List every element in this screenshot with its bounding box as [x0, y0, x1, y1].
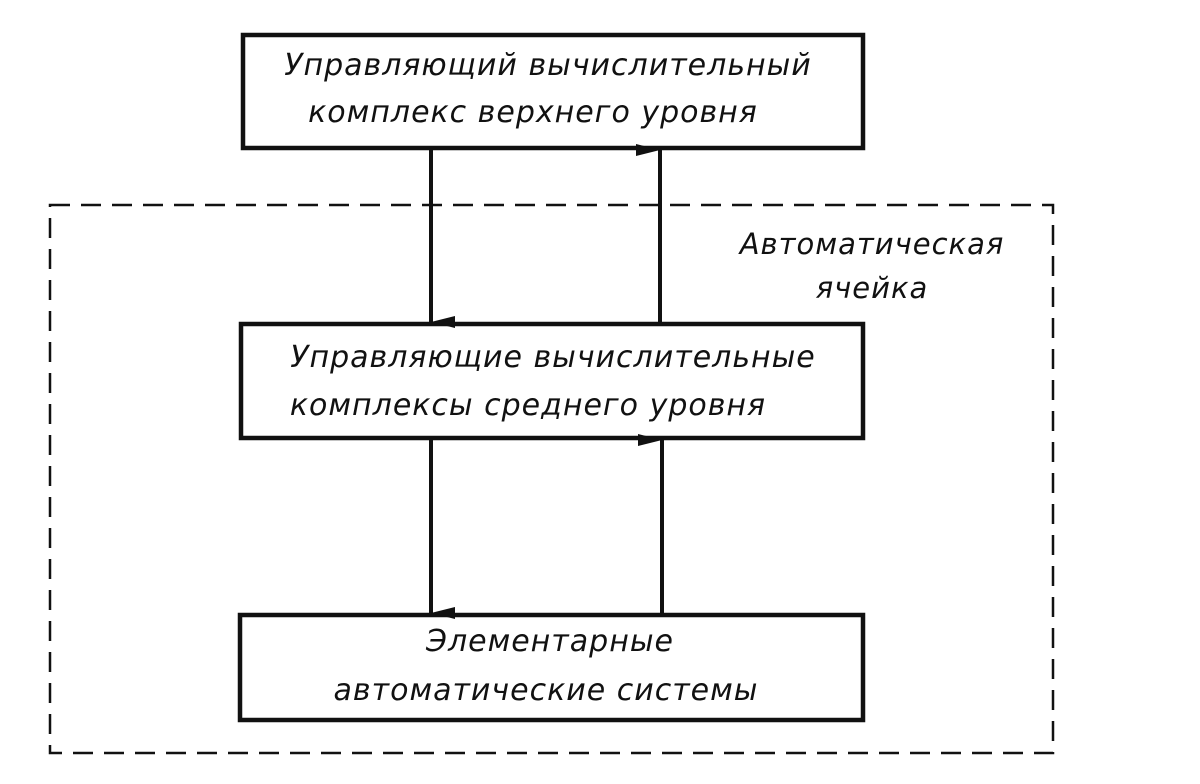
elementary-systems-text-line1: Элементарные [425, 624, 674, 659]
automatic-cell-label-line2: ячейка [816, 271, 929, 305]
top-level-computer-box: Управляющий вычислительный комплекс верх… [240, 32, 866, 151]
elementary-systems-box: Элементарные автоматические системы [237, 612, 866, 723]
automatic-cell-label-line1: Автоматическая [738, 227, 1005, 261]
top-level-computer-box-frame [240, 32, 866, 151]
top-level-computer-text-line2: комплекс верхнего уровня [308, 95, 758, 130]
middle-level-computers-box-frame [238, 321, 866, 441]
automatic-cell-region [48, 203, 1055, 755]
middle-level-computers-text-line1: Управляющие вычислительные [290, 340, 816, 375]
elementary-systems-text-line2: автоматические системы [334, 673, 759, 708]
middle-level-computers-box: Управляющие вычислительные комплексы сре… [238, 321, 866, 441]
top-level-computer-text-line1: Управляющий вычислительный [284, 48, 812, 83]
elementary-systems-box-frame [237, 612, 866, 723]
middle-level-computers-text-line2: комплексы среднего уровня [290, 388, 766, 423]
